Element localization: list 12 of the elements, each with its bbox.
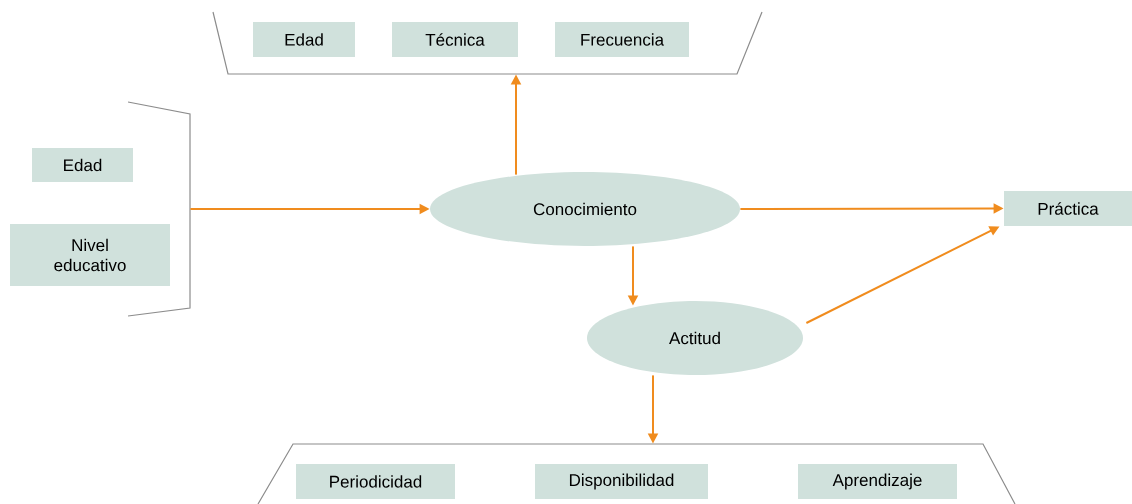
trapezoid-bracket [212,11,763,75]
label-box: Técnica [392,22,518,57]
label-box: Edad [32,148,133,182]
label-box: Aprendizaje [798,464,957,499]
trapezoid-bracket [257,443,1016,504]
label-box: Frecuencia [555,22,689,57]
bracket [127,101,191,317]
label-box: Práctica [1004,191,1132,226]
label-box: Periodicidad [296,464,455,499]
label-box: Edad [253,22,355,57]
label-box: Disponibilidad [535,464,708,499]
label-box: Nivel educativo [10,224,170,286]
